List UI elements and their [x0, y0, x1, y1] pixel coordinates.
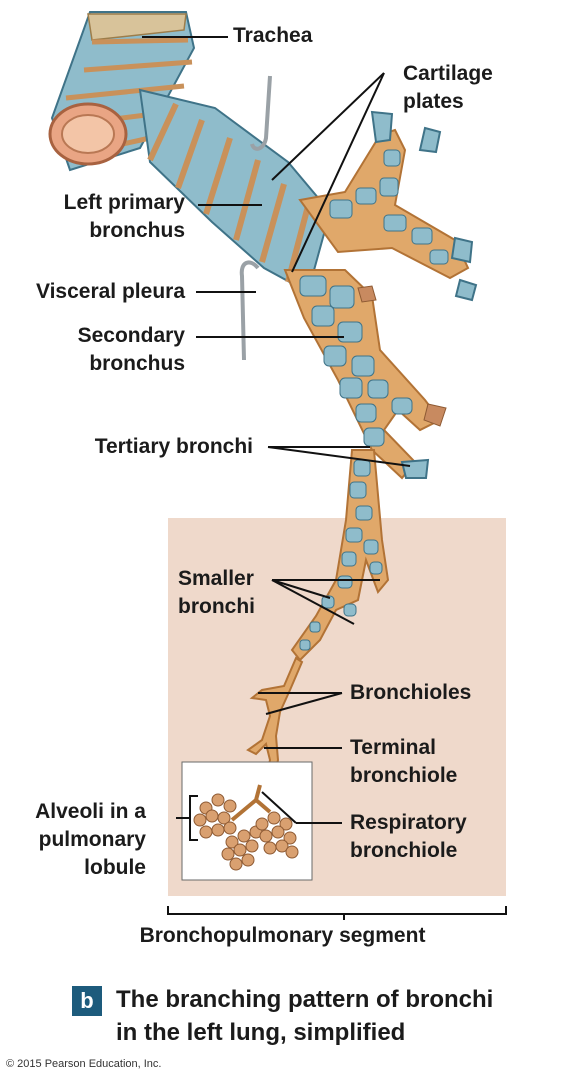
- bronchopulmonary-segment-label: Bronchopulmonary segment: [139, 924, 426, 947]
- label-secondary-2: bronchus: [89, 352, 185, 375]
- alveoli-cluster: [193, 784, 299, 871]
- label-smaller-1: Smaller: [178, 567, 254, 590]
- label-secondary-1: Secondary: [77, 324, 185, 347]
- caption-line-1: The branching pattern of bronchi: [116, 986, 494, 1013]
- visceral-pleura-line: [239, 260, 260, 361]
- copyright-notice: © 2015 Pearson Education, Inc.: [6, 1058, 162, 1070]
- upper-branches-structure: [298, 110, 478, 302]
- figure-badge: b: [72, 986, 102, 1016]
- secondary-bronchus-structure: [283, 269, 447, 480]
- caption-line-2: in the left lung, simplified: [116, 1019, 406, 1046]
- label-left-primary-1: Left primary: [63, 191, 185, 214]
- label-terminal-1: Terminal: [350, 736, 436, 759]
- label-alveoli-1: Alveoli in a: [35, 800, 146, 823]
- label-alveoli-3: lobule: [84, 856, 146, 879]
- trachea-structure: [48, 11, 196, 172]
- label-cartilage-plates-1: Cartilage: [403, 62, 493, 85]
- smaller-bronchi-structure: [290, 449, 390, 662]
- label-cartilage-plates-2: plates: [403, 90, 464, 113]
- figure-caption: The branching pattern of bronchi in the …: [116, 983, 493, 1049]
- label-visceral-pleura: Visceral pleura: [35, 280, 185, 303]
- label-tertiary-bronchi: Tertiary bronchi: [94, 435, 253, 458]
- visceral-pleura-hook: [250, 75, 272, 151]
- label-terminal-2: bronchiole: [350, 764, 458, 787]
- label-bronchioles: Bronchioles: [350, 681, 472, 704]
- label-trachea: Trachea: [233, 24, 313, 47]
- label-left-primary-2: bronchus: [89, 219, 185, 242]
- label-alveoli-2: pulmonary: [38, 828, 146, 851]
- label-respiratory-2: bronchiole: [350, 839, 458, 862]
- leader-lines: [142, 36, 507, 920]
- bronchioles-structure: [246, 656, 304, 789]
- label-smaller-2: bronchi: [178, 595, 255, 618]
- label-respiratory-1: Respiratory: [350, 811, 467, 834]
